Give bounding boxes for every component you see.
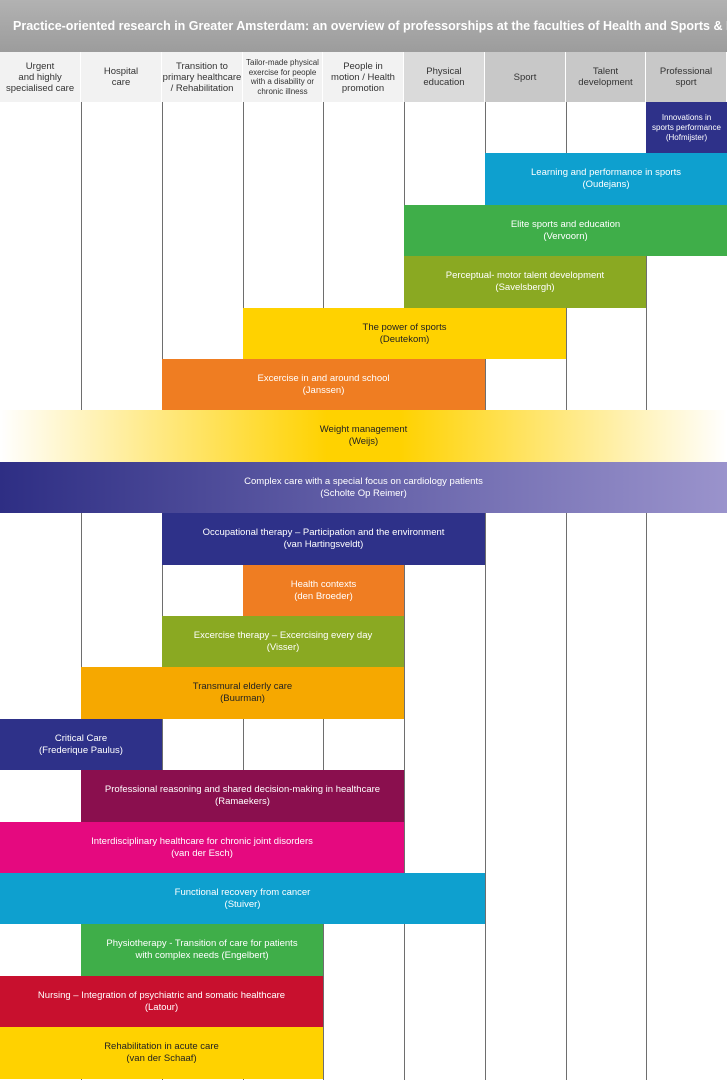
professorship-bar: Transmural elderly care(Buurman) <box>81 667 404 719</box>
professorship-title: Critical Care <box>54 732 108 744</box>
column-header-line: chronic illness <box>257 86 308 96</box>
professorship-title: Physiotherapy - Transition of care for p… <box>106 938 298 949</box>
column-divider <box>162 102 163 1080</box>
column-header-line: / Rehabilitation <box>170 82 234 94</box>
professor-name: (Janssen) <box>302 384 345 396</box>
column-header-line: Professional <box>659 66 713 77</box>
professor-name: (Frederique Paulus) <box>39 744 123 756</box>
professorship-bar: Excercise in and around school(Janssen) <box>162 359 485 410</box>
professor-name: (Buurman) <box>220 693 265 704</box>
column-header-line: Sport <box>513 71 537 83</box>
column-header-6: Sport <box>485 52 566 102</box>
professor-name: (van der Schaaf) <box>126 1053 197 1064</box>
professorship-title: The power of sports <box>362 321 447 333</box>
professorship-title: Perceptual- motor talent development <box>445 270 605 281</box>
column-header-line: promotion <box>341 82 385 94</box>
professorship-title: Elite sports and education <box>510 218 621 230</box>
professorship-title: Interdisciplinary healthcare for chronic… <box>91 835 313 847</box>
page-title: Practice-oriented research in Greater Am… <box>0 0 727 52</box>
professor-name: (Savelsbergh) <box>495 282 555 293</box>
column-header-line: Urgent <box>25 60 55 72</box>
professorship-bar: Complex care with a special focus on car… <box>0 462 727 513</box>
professor-name: (Ramaekers) <box>215 796 270 807</box>
professorship-bar: Professional reasoning and shared decisi… <box>81 770 404 822</box>
column-divider <box>485 102 486 1080</box>
professorship-title: Rehabilitation in acute care <box>104 1041 219 1052</box>
professorship-bar: Excercise therapy – Excercising every da… <box>162 616 404 667</box>
column-header-line: Physical <box>426 66 462 77</box>
professorship-title: Functional recovery from cancer <box>174 886 311 898</box>
professorship-title: Occupational therapy – Participation and… <box>202 527 445 538</box>
column-header-line: motion / Health <box>331 71 395 83</box>
professor-name: (den Broeder) <box>294 590 353 602</box>
column-header-line: Hospital <box>103 66 139 77</box>
professor-name: (Vervoorn) <box>543 230 588 242</box>
professorship-title: Excercise therapy – Excercising every da… <box>193 629 373 641</box>
professorship-title: Nursing – Integration of psychiatric and… <box>37 989 286 1001</box>
professor-name: (Visser) <box>266 641 300 653</box>
professorship-bar: Interdisciplinary healthcare for chronic… <box>0 822 404 873</box>
column-header-line: education <box>423 77 465 88</box>
professorship-bar: Rehabilitation in acute care(van der Sch… <box>0 1027 323 1079</box>
professorship-title: Professional reasoning and shared decisi… <box>104 784 381 795</box>
column-divider <box>566 102 567 1080</box>
column-header-line: primary healthcare <box>162 71 242 83</box>
professorship-bar: Weight management(Weijs) <box>0 410 727 462</box>
professorship-bar: Elite sports and education(Vervoorn) <box>404 205 727 256</box>
professor-name: (Latour) <box>144 1001 179 1013</box>
professorship-bar: Health contexts(den Broeder) <box>243 565 404 616</box>
professorship-bar: Occupational therapy – Participation and… <box>162 513 485 565</box>
column-header-line: and highly <box>18 71 62 83</box>
column-divider <box>646 102 647 1080</box>
professorship-title: sports performance <box>652 122 721 132</box>
professor-name: (van der Esch) <box>171 847 233 859</box>
column-header-line: sport <box>675 77 697 88</box>
professorship-bar: The power of sports(Deutekom) <box>243 308 566 359</box>
column-divider <box>81 102 82 1080</box>
professorship-title: Innovations in <box>661 112 712 122</box>
professor-name: (Deutekom) <box>379 333 430 345</box>
professorship-title: Excercise in and around school <box>257 372 390 384</box>
professor-name: (Scholte Op Reimer) <box>320 487 407 499</box>
column-header-line: Transition to <box>176 60 228 72</box>
professor-name: (Oudejans) <box>582 179 630 190</box>
professorship-title: Learning and performance in sports <box>531 167 681 178</box>
professor-name: (Stuiver) <box>224 898 261 910</box>
column-header-line: development <box>578 77 633 88</box>
professorship-bar: Learning and performance in sports(Oudej… <box>485 153 727 205</box>
professor-name: (Hofmijster) <box>665 132 708 142</box>
professorship-bar: Perceptual- motor talent development(Sav… <box>404 256 646 308</box>
professorship-title: Weight management <box>319 424 408 435</box>
professor-name: with complex needs (Engelbert) <box>135 950 269 961</box>
column-header-line: Talent <box>592 66 619 77</box>
column-header-line: People in <box>343 60 383 72</box>
column-divider <box>404 102 405 1080</box>
column-header-line: Tailor-made physical <box>246 58 319 67</box>
professorship-title: Transmural elderly care <box>192 681 293 692</box>
professorship-bar: Functional recovery from cancer(Stuiver) <box>0 873 485 924</box>
professorship-bar: Nursing – Integration of psychiatric and… <box>0 976 323 1027</box>
professorship-title: Health contexts <box>290 578 357 590</box>
column-header-line: specialised care <box>6 82 75 94</box>
professor-name: (Weijs) <box>348 436 379 447</box>
column-header-line: with a disability or <box>250 77 315 86</box>
column-header-line: exercise for people <box>248 67 317 77</box>
professor-name: (van Hartingsveldt) <box>283 539 364 550</box>
professorship-title: Complex care with a special focus on car… <box>244 475 483 487</box>
professorship-bar: Physiotherapy - Transition of care for p… <box>81 924 323 976</box>
professorship-bar: Critical Care(Frederique Paulus) <box>0 719 162 770</box>
column-header-line: care <box>111 77 131 88</box>
